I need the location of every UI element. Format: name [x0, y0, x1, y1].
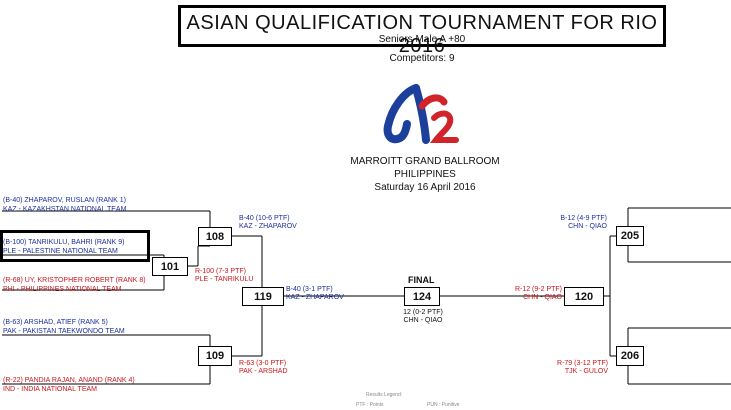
match-120[interactable]: 120 — [564, 287, 604, 306]
legend-pun: PUN : Punitive — [427, 402, 460, 408]
legend-ptf: PTF : Points — [356, 402, 384, 408]
entrant-name: (B-40) ZHAPAROV, RUSLAN (RANK 1) — [3, 197, 126, 204]
result-score: R-79 (3-12 PTF) — [557, 360, 608, 367]
match-109[interactable]: 109 — [198, 346, 232, 366]
match-124-final[interactable]: 124 — [404, 287, 440, 306]
match-119[interactable]: 119 — [242, 287, 284, 306]
result-205: B-12 (4-9 PTF) CHN - QIAO — [555, 215, 607, 231]
event-date: Saturday 16 April 2016 — [374, 182, 476, 193]
result-score: R-63 (3-0 PTF) — [239, 360, 287, 367]
competitors-count: Competitors: 9 — [389, 53, 455, 64]
entrant-pandia-rajan: (R-22) PANDIA RAJAN, ANAND (RANK 4) IND … — [3, 376, 135, 394]
entrant-team: PLE - PALESTINE NATIONAL TEAM — [3, 248, 118, 255]
entrant-tanrikulu: (B-100) TANRIKULU, BAHRI (RANK 9) PLE - … — [3, 238, 125, 256]
result-score: B-40 (3-1 PTF) — [286, 286, 333, 293]
result-101: R-100 (7-3 PTF) PLE - TANRIKULU — [195, 268, 253, 284]
division-label: Seniors Male A +80 — [378, 34, 466, 45]
entrant-name: (B-100) TANRIKULU, BAHRI (RANK 9) — [3, 239, 125, 246]
result-score: B-12 (4-9 PTF) — [560, 215, 607, 222]
match-108[interactable]: 108 — [198, 227, 232, 246]
result-winner: PAK - ARSHAD — [239, 368, 288, 375]
result-winner: TJK - GULOV — [564, 368, 608, 375]
result-score: 12 (0-2 PTF) — [403, 309, 443, 316]
entrant-uy: (R-68) UY, KRISTOPHER ROBERT (RANK 8) PH… — [3, 276, 146, 294]
result-124: 12 (0-2 PTF) CHN - QIAO — [403, 309, 443, 325]
result-winner: CHN - QIAO — [523, 294, 562, 301]
entrant-team: IND - INDIA NATIONAL TEAM — [3, 386, 97, 393]
result-109: R-63 (3-0 PTF) PAK - ARSHAD — [239, 360, 288, 376]
venue-name: MARROITT GRAND BALLROOM — [350, 156, 500, 167]
tournament-logo — [383, 84, 459, 144]
entrant-name: (B-63) ARSHAD, ATIEF (RANK 5) — [3, 319, 108, 326]
entrant-team: PHI - PHILIPPINES NATIONAL TEAM — [3, 286, 122, 293]
result-206: R-79 (3-12 PTF) TJK - GULOV — [553, 360, 608, 376]
final-label: FINAL — [408, 275, 435, 285]
entrant-team: PAK - PAKISTAN TAEKWONDO TEAM — [3, 328, 125, 335]
result-winner: PLE - TANRIKULU — [195, 276, 254, 283]
result-120: R-12 (9-2 PTF) CHN - QIAO — [514, 286, 562, 302]
result-winner: CHN - QIAO — [403, 317, 443, 324]
page-title: ASIAN QUALIFICATION TOURNAMENT FOR RIO 2… — [186, 12, 658, 57]
entrant-arshad: (B-63) ARSHAD, ATIEF (RANK 5) PAK - PAKI… — [3, 318, 125, 336]
venue-info: MARROITT GRAND BALLROOM PHILIPPINES Satu… — [300, 155, 550, 194]
entrant-zhaparov: (B-40) ZHAPAROV, RUSLAN (RANK 1) KAZ - K… — [3, 196, 126, 214]
result-score: R-100 (7-3 PTF) — [195, 268, 246, 275]
result-score: B-40 (10-6 PTF) — [239, 215, 290, 222]
title-box: ASIAN QUALIFICATION TOURNAMENT FOR RIO 2… — [178, 5, 666, 57]
highlight-box — [0, 230, 150, 262]
result-119: B-40 (3-1 PTF) KAZ - ZHAPAROV — [286, 286, 344, 302]
results-legend-title: Results Legend: — [366, 392, 403, 398]
venue-country: PHILIPPINES — [394, 169, 456, 180]
result-winner: KAZ - ZHAPAROV — [239, 223, 297, 230]
result-108: B-40 (10-6 PTF) KAZ - ZHAPAROV — [239, 215, 297, 231]
entrant-name: (R-68) UY, KRISTOPHER ROBERT (RANK 8) — [3, 277, 146, 284]
entrant-team: KAZ - KAZAKHSTAN NATIONAL TEAM — [3, 206, 127, 213]
entrant-name: (R-22) PANDIA RAJAN, ANAND (RANK 4) — [3, 377, 135, 384]
match-205[interactable]: 205 — [616, 226, 644, 246]
match-101[interactable]: 101 — [152, 257, 188, 276]
result-winner: KAZ - ZHAPAROV — [286, 294, 344, 301]
result-winner: CHN - QIAO — [568, 223, 607, 230]
match-206[interactable]: 206 — [616, 346, 644, 366]
result-score: R-12 (9-2 PTF) — [514, 286, 562, 293]
